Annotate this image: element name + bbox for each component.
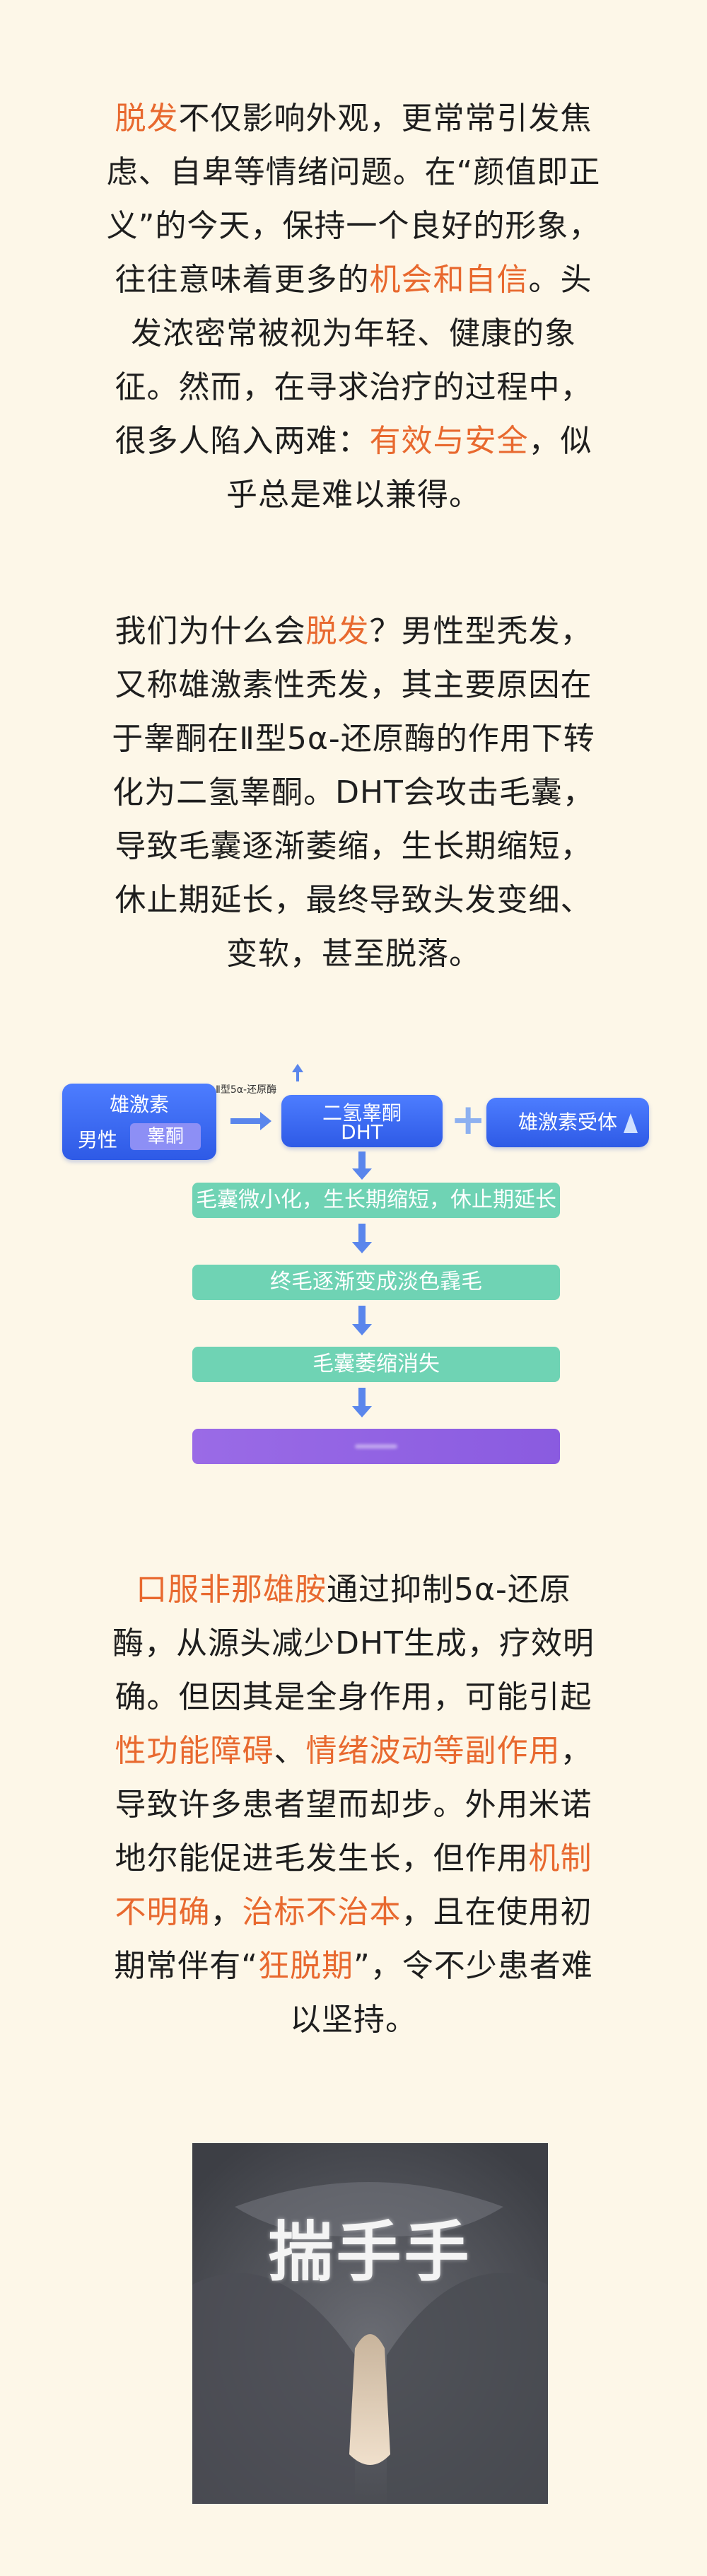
dht-en: DHT bbox=[341, 1120, 383, 1144]
meme-caption: 揣手手 bbox=[268, 2215, 472, 2290]
text-segment: 通过抑制5α-还原酶，从源头减少DHT生成，疗效明确。但因其是全身作用，可能引起 bbox=[112, 1572, 595, 1715]
highlight-hair-loss: 脱发 bbox=[305, 613, 370, 649]
male-label: 男性 bbox=[78, 1128, 118, 1151]
down-arrow-icon bbox=[352, 1224, 372, 1253]
dht-box: 二氢睾酮 DHT bbox=[281, 1095, 443, 1147]
right-arrow-icon bbox=[230, 1112, 271, 1130]
meme-image: 揣手手 bbox=[192, 2143, 548, 2504]
text-segment: ？男性型秃发，又称雄激素性秃发，其主要原因在于睾酮在Ⅱ型5α-还原酶的作用下转化… bbox=[112, 613, 595, 972]
highlight-hair-loss: 脱发 bbox=[115, 100, 179, 137]
text-segment: ， bbox=[210, 1894, 243, 1930]
highlight-side-effects: 情绪波动等副作用 bbox=[305, 1733, 561, 1769]
enzyme-label: Ⅱ型5α-还原酶 bbox=[216, 1084, 277, 1096]
highlight-symptoms-only: 治标不治本 bbox=[242, 1894, 402, 1930]
androgen-title: 雄激素 bbox=[109, 1093, 169, 1116]
highlight-effective-safe: 有效与安全 bbox=[369, 423, 529, 459]
highlight-unclear-mechanism: 机制不明确 bbox=[115, 1840, 592, 1930]
text-segment: 、 bbox=[274, 1733, 306, 1769]
down-arrow-icon bbox=[352, 1151, 372, 1180]
highlight-finasteride: 口服非那雄胺 bbox=[136, 1572, 327, 1608]
highlight-shedding-phase: 狂脱期 bbox=[258, 1948, 354, 1984]
flow-step-final bbox=[192, 1429, 560, 1464]
receptor-box: 雄激素受体 bbox=[486, 1098, 649, 1147]
text-segment: 。头发浓密常被视为年轻、健康的象征。然而，在寻求治疗的过程中，很多人陷入两难： bbox=[115, 262, 592, 459]
highlight-opportunity: 机会和自信 bbox=[369, 262, 529, 298]
dht-cn: 二氢睾酮 bbox=[322, 1101, 402, 1125]
text-segment: ”，令不少患者难以坚持。 bbox=[290, 1948, 593, 2038]
plus-sign: + bbox=[450, 1095, 486, 1144]
down-arrow-icon bbox=[352, 1306, 372, 1335]
text-segment: 不仅影响外观，更常常引发焦虑、自卑等情绪问题。在“颜值即正义”的今天，保持一个良… bbox=[106, 100, 601, 298]
flow-step-2: 终毛逐渐变成淡色毳毛 bbox=[192, 1265, 560, 1300]
text-segment: ，且在使用初期常伴有“ bbox=[114, 1894, 592, 1984]
blurred-text bbox=[355, 1444, 397, 1449]
text-segment: 我们为什么会 bbox=[115, 613, 306, 649]
flow-step-1: 毛囊微小化，生长期缩短，休止期延长 bbox=[192, 1183, 560, 1218]
testosterone-tag: 睾酮 bbox=[130, 1123, 201, 1150]
text-segment: ，导致许多患者望而却步。外用米诺地尔能促进毛发生长，但作用 bbox=[115, 1733, 592, 1876]
up-arrow-icon bbox=[292, 1064, 303, 1072]
intro-paragraph: 脱发不仅影响外观，更常常引发焦虑、自卑等情绪问题。在“颜值即正义”的今天，保持一… bbox=[106, 92, 601, 522]
receptor-icon bbox=[624, 1113, 638, 1133]
cause-paragraph: 我们为什么会脱发？男性型秃发，又称雄激素性秃发，其主要原因在于睾酮在Ⅱ型5α-还… bbox=[106, 605, 601, 981]
flow-step-3: 毛囊萎缩消失 bbox=[192, 1347, 560, 1382]
treatment-paragraph: 口服非那雄胺通过抑制5α-还原酶，从源头减少DHT生成，疗效明确。但因其是全身作… bbox=[106, 1563, 601, 2047]
highlight-sexual-dysfunction: 性功能障碍 bbox=[115, 1733, 274, 1769]
meme-illustration bbox=[192, 2143, 548, 2504]
text-segment: ，似乎总是难以兼得。 bbox=[226, 423, 592, 513]
androgen-box: 雄激素 男性 睾酮 bbox=[62, 1084, 216, 1160]
down-arrow-icon bbox=[352, 1388, 372, 1417]
receptor-label: 雄激素受体 bbox=[518, 1110, 617, 1134]
up-arrow-shaft bbox=[296, 1072, 299, 1081]
dht-mechanism-diagram: 雄激素 男性 睾酮 Ⅱ型5α-还原酶 二氢睾酮 DHT + 雄激素受体 毛囊微小… bbox=[57, 1061, 658, 1507]
